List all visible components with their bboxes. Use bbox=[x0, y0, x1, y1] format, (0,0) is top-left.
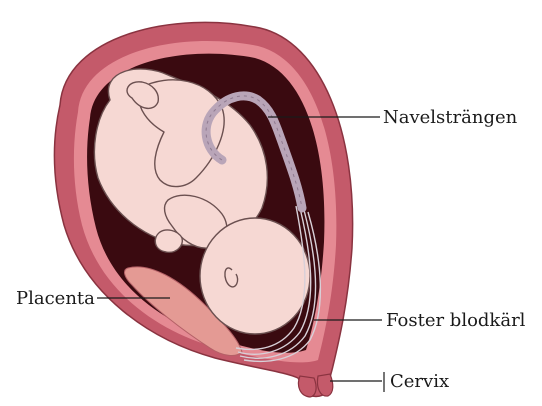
fetus-head bbox=[200, 218, 310, 334]
label-placenta: Placenta bbox=[16, 288, 95, 309]
label-fetal-vessels: Foster blodkärl bbox=[386, 310, 526, 331]
label-umbilical-cord: Navelsträngen bbox=[383, 107, 518, 128]
label-cervix: Cervix bbox=[390, 371, 449, 392]
cervix-lip-left bbox=[298, 376, 316, 397]
fetus-hand bbox=[155, 230, 182, 252]
cervix-lip-right bbox=[317, 374, 332, 396]
